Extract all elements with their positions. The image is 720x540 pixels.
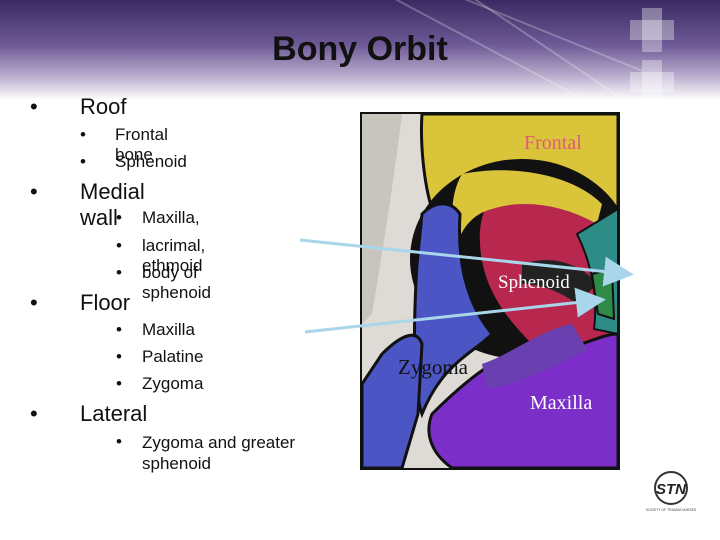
label-sphenoid: Sphenoid bbox=[498, 272, 570, 293]
list-item: Maxilla bbox=[142, 320, 195, 339]
heading-medial-wall: Medial wall bbox=[80, 179, 145, 230]
list-item: body of sphenoid bbox=[142, 263, 212, 302]
logo-text: STN bbox=[656, 481, 687, 498]
header-banner bbox=[0, 0, 720, 100]
bullet-marker: • bbox=[30, 179, 38, 204]
cross-icon bbox=[642, 60, 662, 100]
cross-icon bbox=[630, 72, 674, 92]
cross-icon bbox=[642, 8, 662, 52]
heading-roof: Roof bbox=[80, 94, 127, 119]
label-frontal: Frontal bbox=[524, 132, 582, 154]
cross-icon bbox=[630, 20, 674, 40]
heading-lateral: Lateral bbox=[80, 401, 148, 426]
arrow-floor bbox=[304, 287, 606, 334]
list-item: Maxilla, bbox=[142, 208, 200, 227]
bullet-marker: • bbox=[30, 94, 38, 119]
bullet-marker: • bbox=[116, 347, 122, 366]
bullet-marker: • bbox=[116, 374, 122, 393]
list-item: Zygoma bbox=[142, 374, 204, 393]
heading-floor: Floor bbox=[80, 290, 131, 315]
label-zygoma: Zygoma bbox=[398, 355, 468, 379]
bullet-marker: • bbox=[116, 320, 122, 339]
list-item: Sphenoid bbox=[115, 152, 187, 171]
bullet-marker: • bbox=[116, 432, 122, 451]
logo-subtext: SOCIETY OF TRAUMA NURSES bbox=[646, 508, 697, 512]
stn-logo: STN SOCIETY OF TRAUMA NURSES bbox=[644, 470, 698, 514]
bullet-marker: • bbox=[116, 236, 122, 255]
list-item: Zygoma and greater sphenoid bbox=[142, 433, 296, 473]
bullet-marker: • bbox=[80, 152, 86, 171]
bullet-marker: • bbox=[30, 401, 38, 426]
slide-title: Bony Orbit bbox=[272, 30, 448, 68]
bullet-marker: • bbox=[30, 290, 38, 315]
label-maxilla: Maxilla bbox=[530, 392, 593, 414]
list-item: Frontal bone bbox=[115, 125, 168, 164]
bullet-marker: • bbox=[80, 125, 86, 144]
list-item: Palatine bbox=[142, 347, 204, 366]
stn-logo-icon: STN SOCIETY OF TRAUMA NURSES bbox=[646, 471, 697, 512]
bullet-marker: • bbox=[116, 208, 122, 227]
bullet-marker: • bbox=[116, 263, 122, 282]
list-item: lacrimal, ethmoid bbox=[142, 236, 206, 275]
arrow-medial-wall bbox=[299, 238, 634, 287]
